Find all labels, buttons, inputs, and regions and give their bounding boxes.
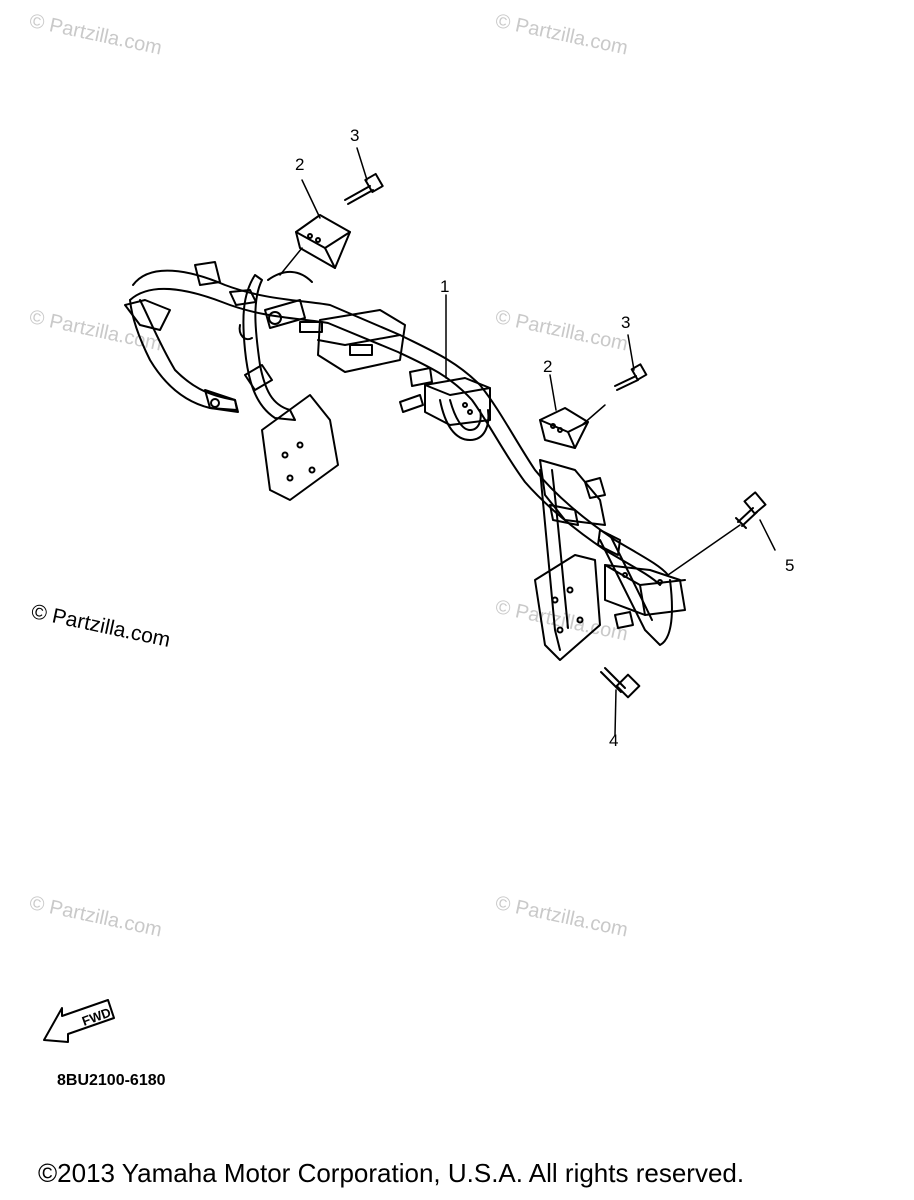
right-bracket (539, 459, 686, 629)
left-bracket (124, 261, 306, 413)
callout-part-2: 2 (295, 155, 305, 174)
bolt-upper (344, 172, 384, 205)
leader-lines (279, 147, 776, 736)
main-frame-tube (129, 269, 673, 651)
bolt-part-4 (600, 667, 641, 699)
callout-part-5: 5 (785, 556, 795, 575)
callout-part-2: 2 (543, 357, 553, 376)
callout-part-4: 4 (609, 731, 619, 750)
fwd-arrow-icon (43, 999, 115, 1043)
left-mount-plate (244, 364, 339, 501)
callout-part-1: 1 (440, 277, 450, 296)
callout-part-3: 3 (350, 126, 360, 145)
copyright-notice: ©2013 Yamaha Motor Corporation, U.S.A. A… (38, 1158, 745, 1188)
center-mount-block (299, 309, 406, 373)
middle-bracket (399, 367, 491, 426)
damper-lower (539, 407, 589, 449)
damper-upper (295, 214, 351, 269)
callout-part-3: 3 (621, 313, 631, 332)
bolt-part-5 (735, 491, 767, 529)
bolt-lower (614, 363, 648, 391)
right-mount-plate (534, 554, 601, 661)
diagram-code: 8BU2100-6180 (57, 1072, 166, 1089)
